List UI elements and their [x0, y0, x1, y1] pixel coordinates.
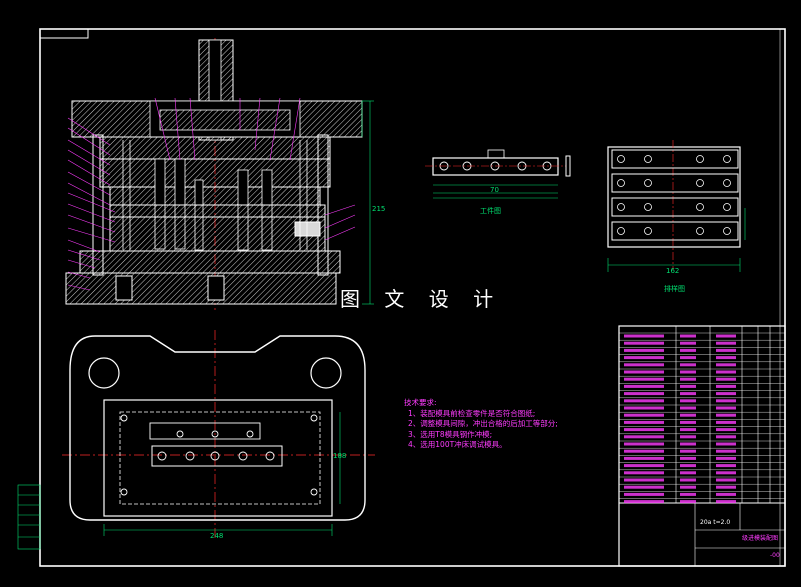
dim-strip-width: 162: [666, 267, 680, 275]
bom-row-qty-mark: [680, 492, 696, 496]
bom-row-material-mark: [716, 399, 736, 403]
bom-row-name-mark: [624, 377, 664, 381]
title-block-drawing-title: 级进模装配图: [742, 535, 779, 542]
bom-row-material-mark: [716, 435, 736, 439]
bom-row-name-mark: [624, 348, 664, 352]
strip-layout-view: [607, 140, 746, 272]
bom-row-qty-mark: [680, 442, 696, 446]
bom-row-qty-mark: [680, 334, 696, 338]
bom-row-qty-mark: [680, 420, 696, 424]
bom-row-material-mark: [716, 471, 736, 475]
tech-notes: 技术要求: 1、装配模具前检查零件是否符合图纸; 2、调整模具间隙，冲出合格的后…: [404, 398, 558, 451]
bom-row-name-mark: [624, 406, 664, 410]
bom-row-name-mark: [624, 341, 664, 345]
bom-row-qty-mark: [680, 348, 696, 352]
bom-row-material-mark: [716, 384, 736, 388]
bom-row-name-mark: [624, 420, 664, 424]
bom-row-name-mark: [624, 471, 664, 475]
bom-row-qty-mark: [680, 363, 696, 367]
bom-row-name-mark: [624, 399, 664, 403]
bom-row-qty-mark: [680, 370, 696, 374]
bom-row-material-mark: [716, 442, 736, 446]
bom-row-name-mark: [624, 500, 664, 504]
title-block: [618, 325, 786, 567]
bom-row-name-mark: [624, 485, 664, 489]
bom-row-qty-mark: [680, 406, 696, 410]
bom-row-qty-mark: [680, 471, 696, 475]
bom-row-name-mark: [624, 435, 664, 439]
bom-row-name-mark: [624, 492, 664, 496]
bom-row-qty-mark: [680, 478, 696, 482]
bom-row-qty-mark: [680, 392, 696, 396]
tech-note-1: 1、装配模具前检查零件是否符合图纸;: [408, 408, 536, 418]
bom-row-qty-mark: [680, 500, 696, 504]
bom-row-material-mark: [716, 370, 736, 374]
bom-row-qty-mark: [680, 456, 696, 460]
bom-row-qty-mark: [680, 341, 696, 345]
dim-die-side: 188: [333, 452, 347, 460]
tech-notes-title: 技术要求:: [404, 398, 437, 407]
plan-view: [62, 330, 375, 540]
bom-row-material-mark: [716, 449, 736, 453]
bom-row-name-mark: [624, 478, 664, 482]
bom-row-name-mark: [624, 464, 664, 468]
bom-row-material-mark: [716, 478, 736, 482]
left-revision-block: [17, 484, 41, 550]
bom-row-material-mark: [716, 363, 736, 367]
bom-row-name-mark: [624, 334, 664, 338]
bom-row-material-mark: [716, 456, 736, 460]
title-block-material: 20a t=2.0: [700, 519, 731, 526]
bom-row-name-mark: [624, 363, 664, 367]
workpiece-view: [425, 149, 571, 199]
bom-row-material-mark: [716, 377, 736, 381]
bom-row-material-mark: [716, 485, 736, 489]
bom-row-material-mark: [716, 413, 736, 417]
bom-row-name-mark: [624, 449, 664, 453]
bom-row-material-mark: [716, 392, 736, 396]
bom-row-qty-mark: [680, 399, 696, 403]
bom-row-material-mark: [716, 334, 736, 338]
dim-height-main: 215: [372, 205, 386, 213]
bom-row-material-mark: [716, 464, 736, 468]
bom-row-material-mark: [716, 406, 736, 410]
bom-row-material-mark: [716, 500, 736, 504]
bom-row-material-mark: [716, 356, 736, 360]
bom-row-name-mark: [624, 413, 664, 417]
bom-row-qty-mark: [680, 413, 696, 417]
tech-note-4: 4、选用100T冲床调试模具。: [408, 440, 507, 449]
bom-row-material-mark: [716, 428, 736, 432]
bom-row-qty-mark: [680, 384, 696, 388]
bom-row-material-mark: [716, 348, 736, 352]
assembly-section-view: [65, 38, 374, 310]
bom-row-name-mark: [624, 456, 664, 460]
tech-note-3: 3、选用T8模具钢作冲模;: [408, 429, 493, 439]
bom-row-qty-mark: [680, 485, 696, 489]
tech-note-2: 2、调整模具间隙，冲出合格的后加工等部分;: [408, 419, 558, 428]
sheet-frame: [39, 28, 786, 567]
bom-row-qty-mark: [680, 428, 696, 432]
bom-row-qty-mark: [680, 449, 696, 453]
bom-row-name-mark: [624, 356, 664, 360]
bom-row-qty-mark: [680, 435, 696, 439]
strip-layout-label: 排样图: [664, 285, 685, 293]
dim-width-main: 248: [210, 532, 224, 540]
bom-row-name-mark: [624, 370, 664, 374]
bom-row-name-mark: [624, 442, 664, 446]
watermark-text: 图 文 设 计: [340, 287, 503, 311]
bom-row-name-mark: [624, 392, 664, 396]
bom-row-name-mark: [624, 384, 664, 388]
bom-rows: [619, 332, 785, 504]
bom-row-qty-mark: [680, 356, 696, 360]
bom-row-material-mark: [716, 341, 736, 345]
dim-part-length: 70: [490, 186, 499, 194]
bom-row-qty-mark: [680, 464, 696, 468]
bom-row-material-mark: [716, 420, 736, 424]
title-block-drawing-no: -00: [770, 552, 780, 559]
bom-row-material-mark: [716, 492, 736, 496]
bom-row-name-mark: [624, 428, 664, 432]
workpiece-label: 工件图: [480, 207, 501, 215]
bom-row-qty-mark: [680, 377, 696, 381]
